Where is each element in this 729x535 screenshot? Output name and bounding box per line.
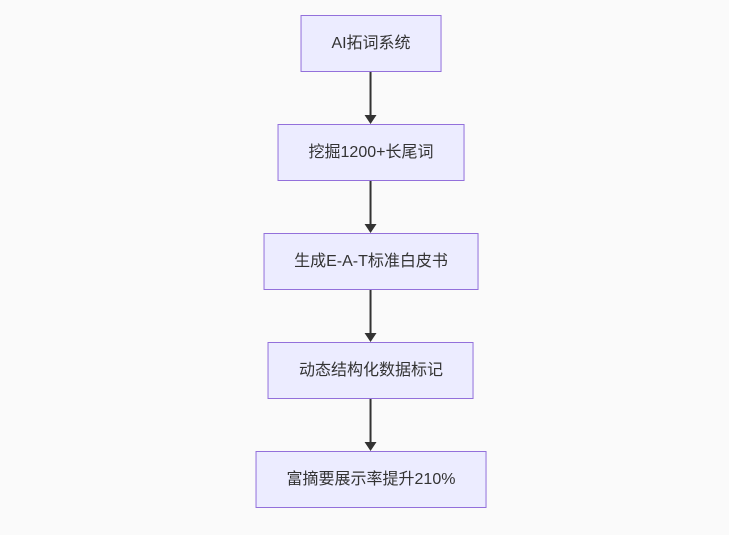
arrow-line <box>370 290 372 334</box>
arrowhead-down-icon <box>365 224 377 233</box>
flow-arrow <box>365 72 377 124</box>
arrow-line <box>370 399 372 443</box>
flow-arrow <box>365 181 377 233</box>
flow-node: 富摘要展示率提升210% <box>255 451 487 508</box>
arrow-line <box>370 181 372 225</box>
arrowhead-down-icon <box>365 333 377 342</box>
flow-node: 挖掘1200+长尾词 <box>277 124 465 181</box>
arrowhead-down-icon <box>365 115 377 124</box>
flow-node: AI拓词系统 <box>300 15 442 72</box>
flow-node: 生成E-A-T标准白皮书 <box>263 233 479 290</box>
arrowhead-down-icon <box>365 442 377 451</box>
flow-arrow <box>365 399 377 451</box>
arrow-line <box>370 72 372 116</box>
flow-node: 动态结构化数据标记 <box>267 342 474 399</box>
flow-arrow <box>365 290 377 342</box>
flowchart: AI拓词系统 挖掘1200+长尾词 生成E-A-T标准白皮书 动态结构化数据标记… <box>255 15 487 508</box>
